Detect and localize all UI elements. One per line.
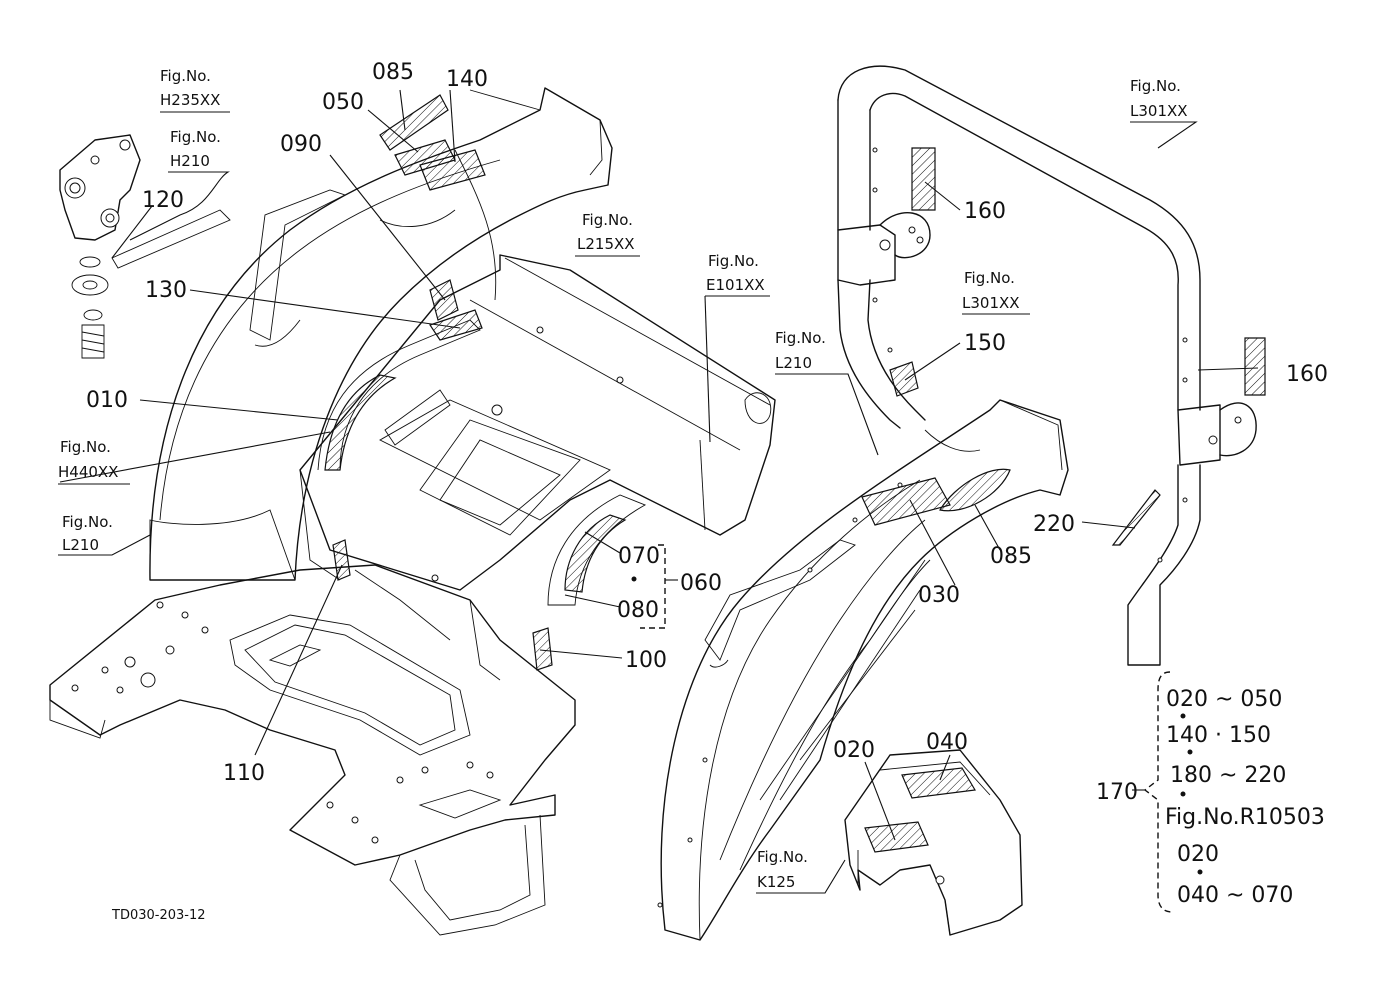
floor-plate xyxy=(49,564,576,936)
group-170-list: 020 ~ 050 140 · 150 180 ~ 220 Fig.No.R10… xyxy=(1165,687,1325,908)
decal-010 xyxy=(324,374,397,471)
fig-ref-l210a-line1: Fig.No. xyxy=(62,513,113,531)
fig-ref-l301a-line2: L301XX xyxy=(1130,102,1188,120)
callout-labels: 085 140 050 090 120 130 010 070 080 060 … xyxy=(86,60,1328,805)
decal-085-left xyxy=(379,94,449,151)
fig-ref-h210-line1: Fig.No. xyxy=(170,128,221,146)
decal-130 xyxy=(429,309,483,341)
callout-220: 220 xyxy=(1033,512,1075,537)
callout-170: 170 xyxy=(1096,780,1138,805)
fig-ref-h235-line2: H235XX xyxy=(160,91,220,109)
callout-140: 140 xyxy=(446,67,488,92)
fig-ref-e101-line2: E101XX xyxy=(706,276,765,294)
decal-160-upper xyxy=(911,147,936,211)
callout-160-upper: 160 xyxy=(964,199,1006,224)
fig-ref-h440-line2: H440XX xyxy=(58,463,118,481)
callout-160-lower: 160 xyxy=(1286,362,1328,387)
callout-085-left: 085 xyxy=(372,60,414,85)
group-170-line2: 140 · 150 xyxy=(1166,723,1271,748)
decal-030 xyxy=(861,477,951,526)
callout-100: 100 xyxy=(625,648,667,673)
fig-ref-k125-line1: Fig.No. xyxy=(757,848,808,866)
decal-020 xyxy=(864,821,929,853)
callout-090: 090 xyxy=(280,132,322,157)
fig-references: Fig.No. H235XX Fig.No. H210 Fig.No. L215… xyxy=(58,67,1188,891)
fig-ref-h235-line1: Fig.No. xyxy=(160,67,211,85)
group-170-line5: 020 xyxy=(1177,842,1219,867)
decal-085-right xyxy=(939,468,1011,512)
seat-platform xyxy=(299,254,776,591)
left-fender xyxy=(149,87,613,581)
callout-010: 010 xyxy=(86,388,128,413)
callout-040: 040 xyxy=(926,730,968,755)
rops-frame xyxy=(837,65,1257,666)
fig-ref-l301a-line1: Fig.No. xyxy=(1130,77,1181,95)
callout-120: 120 xyxy=(142,188,184,213)
callout-085-right: 085 xyxy=(990,544,1032,569)
decal-100 xyxy=(532,627,553,671)
right-fender xyxy=(657,399,1069,941)
fig-ref-l301b-line2: L301XX xyxy=(962,294,1020,312)
callout-130: 130 xyxy=(145,278,187,303)
decal-110 xyxy=(332,539,351,581)
callout-020: 020 xyxy=(833,738,875,763)
fig-ref-l301b-line1: Fig.No. xyxy=(964,269,1015,287)
callout-070: 070 xyxy=(618,544,660,569)
group-170-line1: 020 ~ 050 xyxy=(1166,687,1282,712)
group-bracket-060 xyxy=(640,544,666,629)
callout-110: 110 xyxy=(223,761,265,786)
step-bracket xyxy=(844,749,1023,936)
callout-150: 150 xyxy=(964,331,1006,356)
fig-ref-k125-line2: K125 xyxy=(757,873,795,891)
figure-code: TD030-203-12 xyxy=(111,908,206,923)
callout-060: 060 xyxy=(680,571,722,596)
hydraulic-valve xyxy=(59,134,231,359)
group-170-line3: 180 ~ 220 xyxy=(1170,763,1286,788)
fig-ref-l210a-line2: L210 xyxy=(62,536,99,554)
decal-220 xyxy=(1111,489,1161,546)
decal-040 xyxy=(901,767,976,799)
fig-ref-l210b-line2: L210 xyxy=(775,354,812,372)
fig-ref-h440-line1: Fig.No. xyxy=(60,438,111,456)
decal-150 xyxy=(889,361,919,397)
group-170-line4: Fig.No.R10503 xyxy=(1165,805,1325,830)
leader-lines xyxy=(58,89,1259,894)
callout-080: 080 xyxy=(617,598,659,623)
fig-ref-l215-line1: Fig.No. xyxy=(582,211,633,229)
fig-ref-l210b-line1: Fig.No. xyxy=(775,329,826,347)
group-170-line6: 040 ~ 070 xyxy=(1177,883,1293,908)
fig-ref-e101-line1: Fig.No. xyxy=(708,252,759,270)
callout-050: 050 xyxy=(322,90,364,115)
decal-070 xyxy=(564,514,627,593)
fig-ref-h210-line2: H210 xyxy=(170,152,210,170)
fig-ref-l215-line2: L215XX xyxy=(577,235,635,253)
decal-160-lower xyxy=(1244,337,1266,396)
callout-030: 030 xyxy=(918,583,960,608)
decal-140 xyxy=(419,149,486,191)
